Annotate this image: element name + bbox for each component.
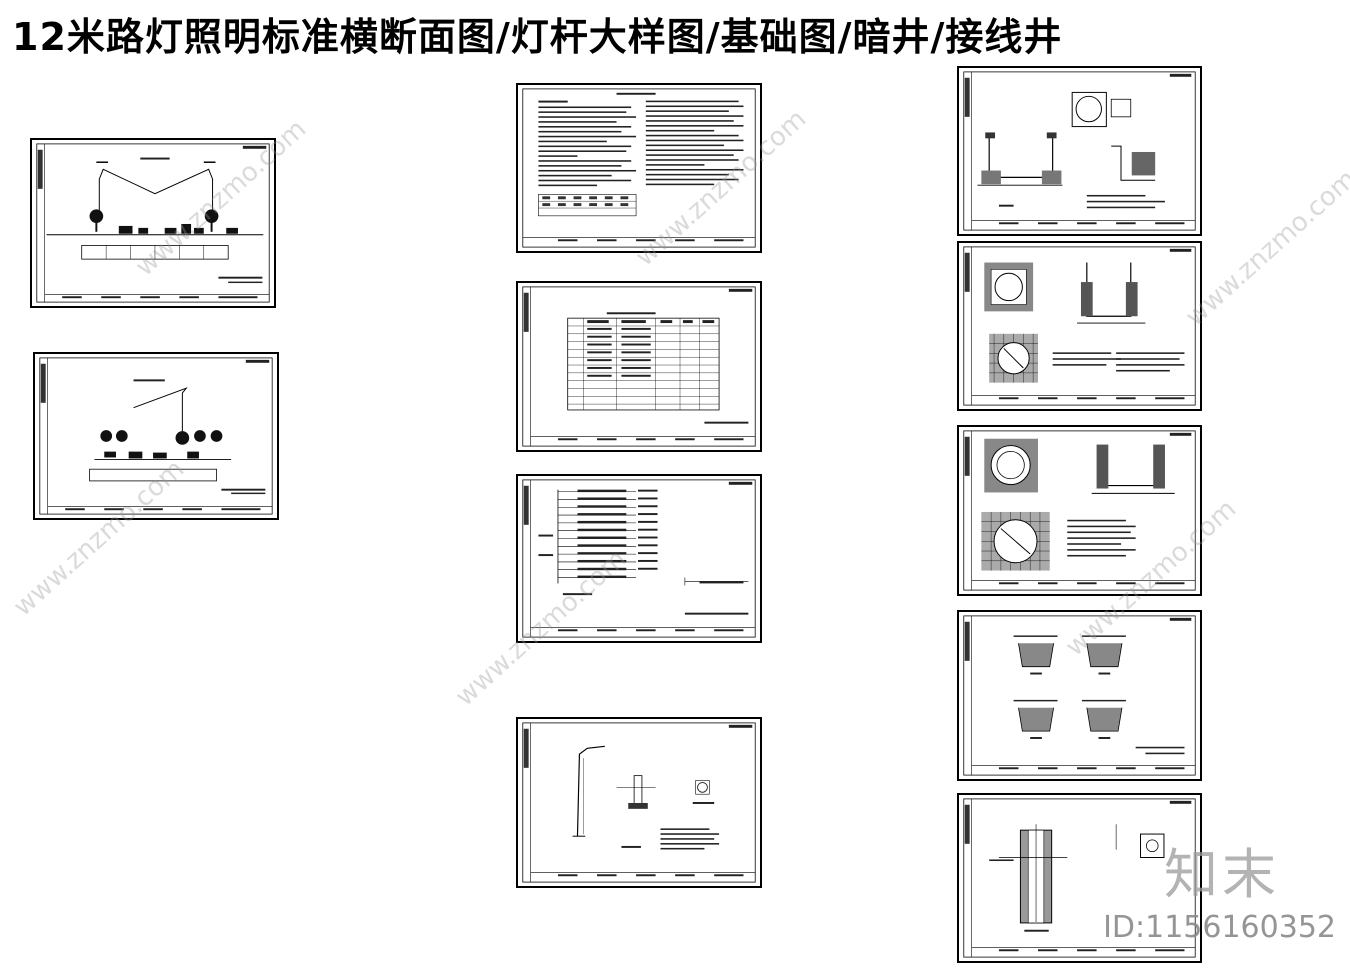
drawing-sheet-cross-section-1[interactable] xyxy=(30,138,276,308)
foundation-detail-drawing xyxy=(963,798,1196,958)
watermark-text: www.znzmo.com xyxy=(1180,164,1350,333)
cross-section-2-drawing xyxy=(39,357,273,515)
handhole-3-drawing xyxy=(963,430,1196,591)
system-diagram-drawing xyxy=(522,479,756,638)
drawing-sheet-cross-section-2[interactable] xyxy=(33,352,279,520)
drawing-sheet-foundation-detail[interactable] xyxy=(957,793,1202,963)
drawing-sheet-handhole-1[interactable] xyxy=(957,66,1202,236)
drawing-sheet-pole-detail[interactable] xyxy=(516,717,762,888)
materials-table-drawing xyxy=(522,286,756,447)
drawing-sheet-handhole-3[interactable] xyxy=(957,425,1202,596)
design-notes-drawing xyxy=(522,88,756,248)
drawing-sheet-materials-table[interactable] xyxy=(516,281,762,452)
handhole-1-drawing xyxy=(963,71,1196,231)
drawing-sheet-design-notes[interactable] xyxy=(516,83,762,253)
drawing-sheet-foundation-sections[interactable] xyxy=(957,610,1202,781)
watermark-brand: 知末 xyxy=(1164,843,1280,906)
drawing-sheet-system-diagram[interactable] xyxy=(516,474,762,643)
drawing-sheet-handhole-2[interactable] xyxy=(957,241,1202,411)
foundation-sections-drawing xyxy=(963,615,1196,776)
pole-detail-drawing xyxy=(522,722,756,883)
cross-section-1-drawing xyxy=(36,143,270,303)
handhole-2-drawing xyxy=(963,246,1196,406)
watermark-id: ID:1156160352 xyxy=(1103,910,1336,945)
page-title: 12米路灯照明标准横断面图/灯杆大样图/基础图/暗井/接线井 xyxy=(12,15,1063,59)
